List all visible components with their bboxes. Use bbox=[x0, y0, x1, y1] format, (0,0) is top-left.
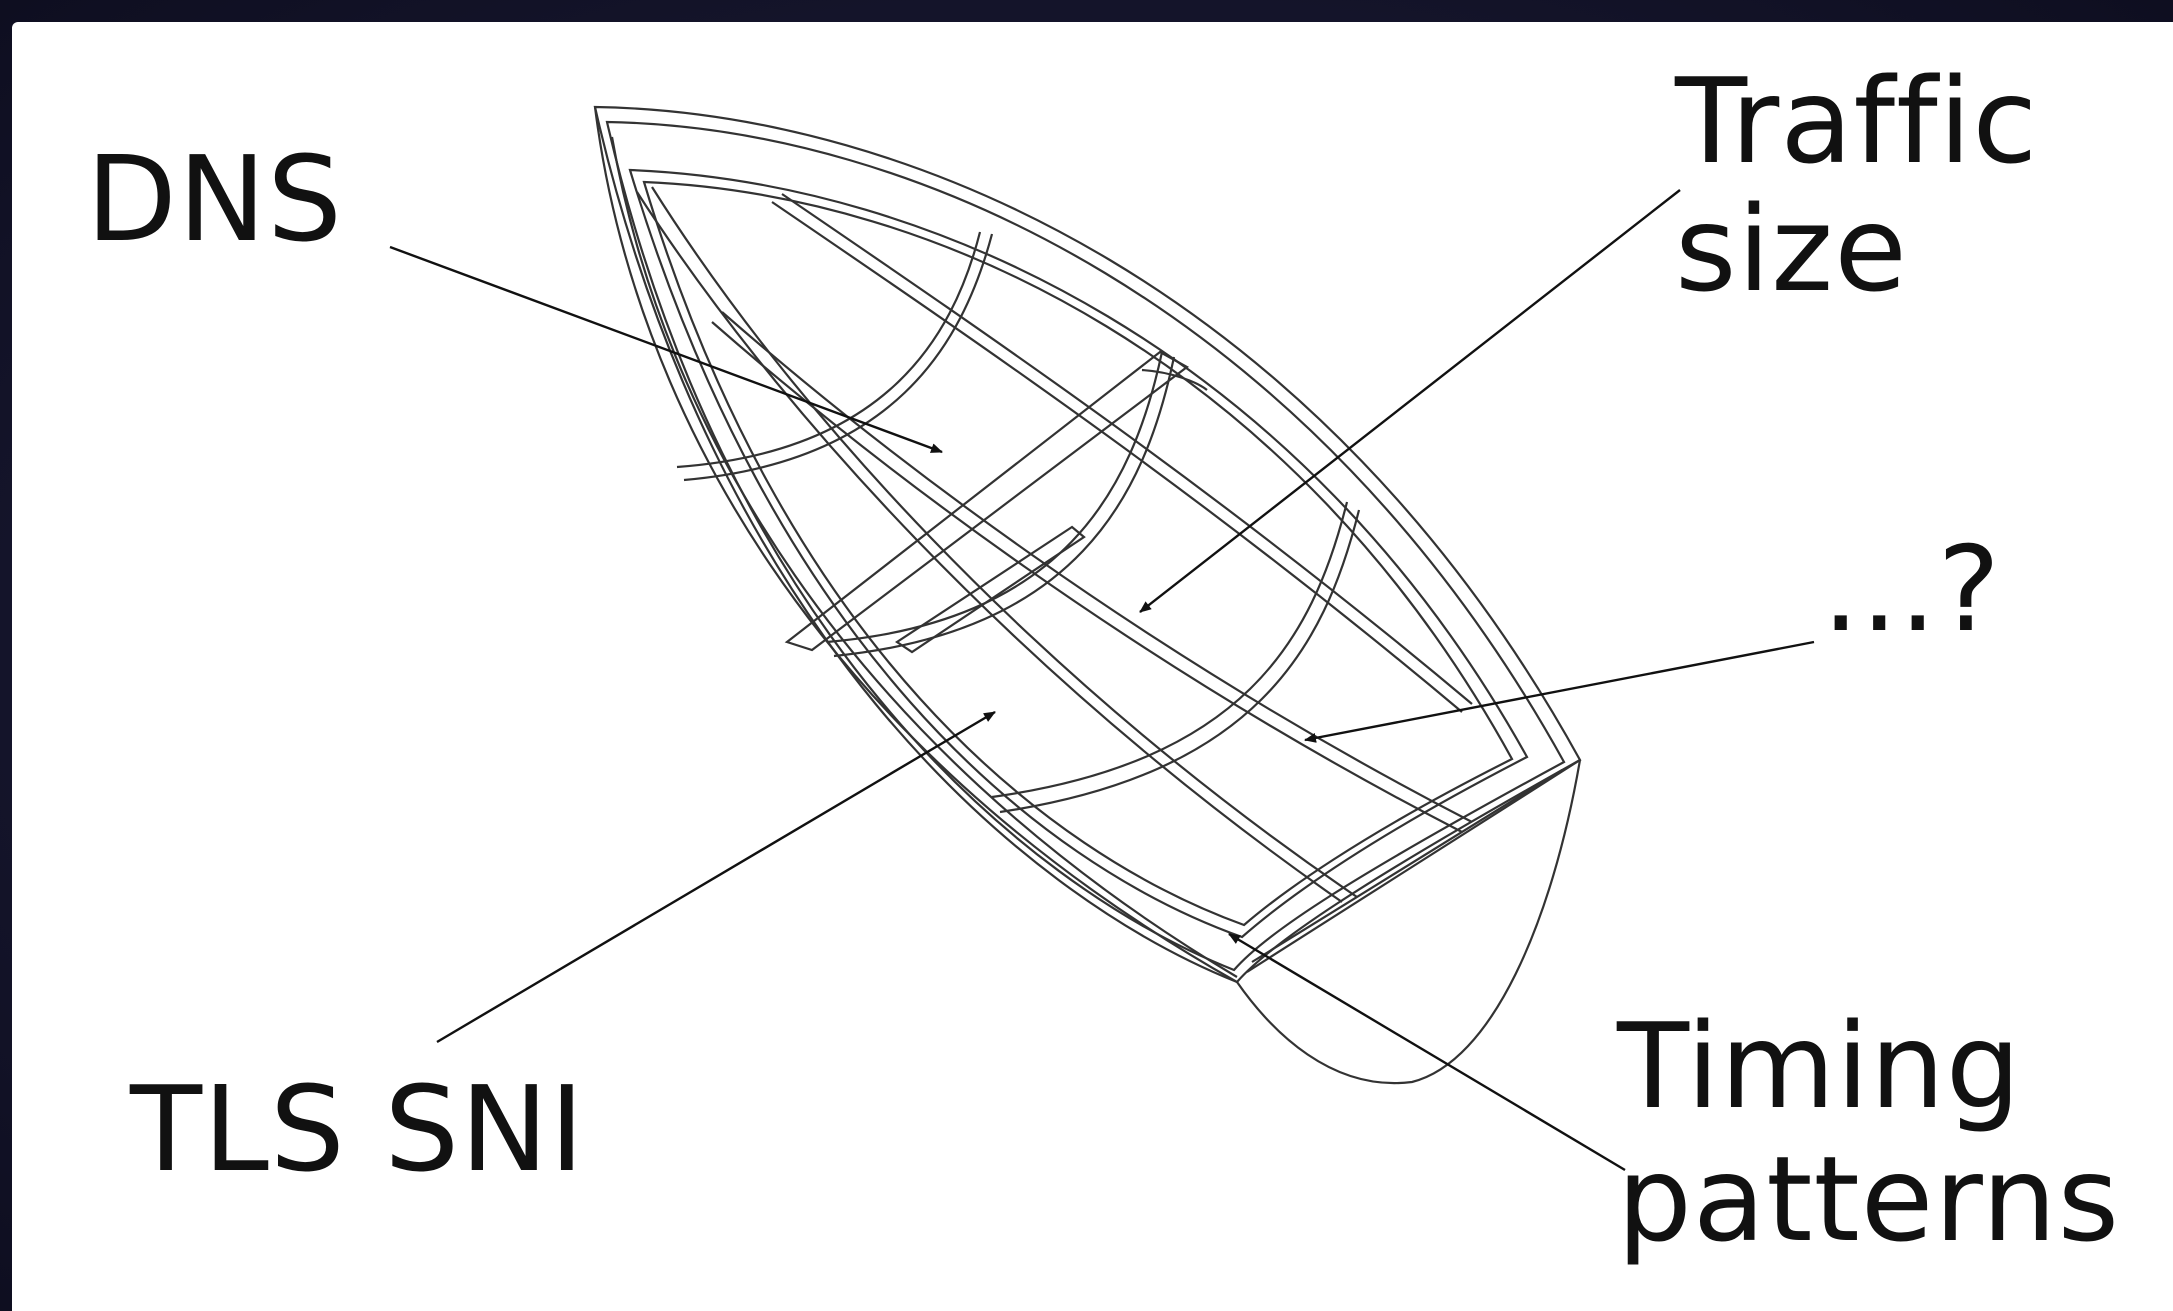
hull-rib-1b bbox=[683, 233, 994, 482]
hull-keel bbox=[1236, 759, 1582, 1085]
label-unknown: ...? bbox=[1822, 520, 2002, 658]
hull-outer-gunwale-inner bbox=[605, 120, 1566, 972]
label-tls-sni: TLS SNI bbox=[130, 1060, 586, 1198]
label-timing-line2: patterns bbox=[1617, 1130, 2121, 1268]
hull-thwart bbox=[784, 350, 1190, 652]
label-traffic-size-line1: Traffic bbox=[1675, 52, 2039, 190]
hull-stem-2 bbox=[610, 136, 1238, 978]
boat-hull bbox=[593, 105, 1582, 1085]
arrow-dns bbox=[389, 245, 943, 454]
label-dns: DNS bbox=[86, 130, 344, 268]
arrows bbox=[389, 189, 1815, 1172]
arrow-traffic-size bbox=[1139, 189, 1681, 613]
label-traffic-size-line2: size bbox=[1675, 180, 1908, 318]
hull-stringer bbox=[711, 321, 1463, 833]
hull-rib-2 bbox=[826, 351, 1164, 644]
hull-rib-3 bbox=[991, 501, 1349, 799]
hull-stringer-b2 bbox=[781, 193, 1473, 705]
hull-thwart-seat bbox=[1141, 368, 1208, 391]
hull-inner-rim-2 bbox=[642, 180, 1514, 927]
hull-stringer-b bbox=[771, 201, 1463, 713]
label-timing-line1: Timing bbox=[1617, 997, 2022, 1135]
hull-stem bbox=[593, 106, 1238, 983]
hull-rib-1 bbox=[676, 231, 982, 469]
hull-transom bbox=[1246, 759, 1581, 973]
hull-inner-rim bbox=[628, 168, 1529, 939]
arrow-tls-sni bbox=[436, 710, 996, 1044]
hull-keelson bbox=[636, 191, 1343, 903]
hull-stringer-2 bbox=[721, 311, 1473, 823]
diagram-panel: DNS Traffic size ...? TLS SNI Timing pat… bbox=[12, 22, 2173, 1311]
hull-brace bbox=[895, 525, 1086, 654]
hull-transom-2 bbox=[1251, 769, 1563, 963]
arrow-unknown bbox=[1304, 640, 1815, 743]
hull-keelson-2 bbox=[651, 186, 1358, 898]
hull-rib-3b bbox=[999, 509, 1361, 814]
boat-diagram bbox=[389, 105, 1815, 1172]
hull-rib-2b bbox=[833, 356, 1176, 658]
arrow-timing-patterns bbox=[1228, 932, 1626, 1172]
